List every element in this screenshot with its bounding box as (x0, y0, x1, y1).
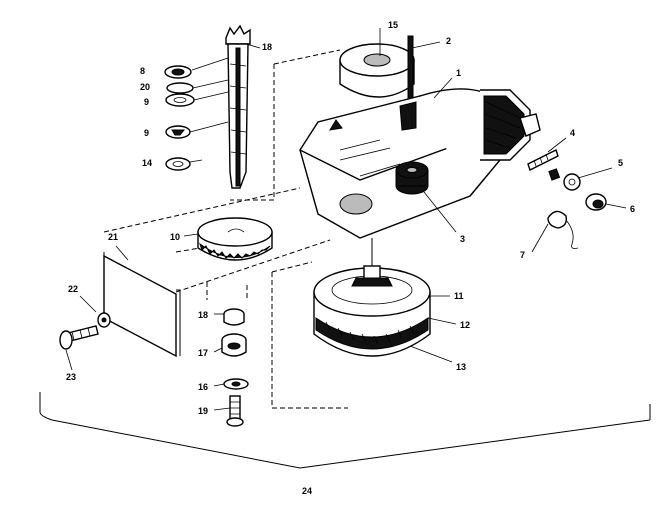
callout-22: 22 (68, 284, 78, 294)
callout-6: 6 (630, 204, 635, 214)
assembly-bracket (39, 392, 651, 469)
callout-24: 24 (302, 486, 312, 496)
callout-5: 5 (618, 158, 623, 168)
callout-12: 12 (460, 320, 470, 330)
bushing (339, 43, 415, 98)
callout-4: 4 (570, 128, 575, 138)
callout-21: 21 (108, 232, 118, 242)
callout-7: 7 (520, 250, 525, 260)
leader-lines (65, 28, 627, 411)
callout-13: 13 (456, 362, 466, 372)
callout-9-upper: 9 (144, 97, 149, 107)
callout-3: 3 (460, 234, 465, 244)
washer-stack-left (164, 65, 195, 171)
callout-19: 19 (198, 406, 208, 416)
callout-20: 20 (140, 82, 150, 92)
callout-1: 1 (456, 68, 461, 78)
callout-14: 14 (142, 158, 152, 168)
callout-11: 11 (454, 291, 464, 301)
callout-10: 10 (170, 232, 180, 242)
small-hardware-right (527, 149, 607, 249)
clutch-drum (313, 238, 431, 357)
callout-17: 17 (198, 348, 208, 358)
callout-18-shaft: 18 (262, 42, 272, 52)
cover-plate (103, 252, 181, 358)
callout-18-washer: 18 (198, 310, 208, 320)
mounting-screw (59, 312, 111, 350)
washer-stack-center (221, 308, 249, 427)
gear-housing (299, 88, 541, 239)
pinion-gear (395, 161, 429, 195)
callout-labels: 1 2 3 4 5 6 7 8 9 9 10 11 12 13 14 15 16… (66, 20, 635, 496)
callout-23: 23 (66, 372, 76, 382)
worm-shaft (225, 24, 251, 189)
callout-9-lower: 9 (144, 128, 149, 138)
callout-8: 8 (140, 66, 145, 76)
callout-16: 16 (198, 382, 208, 392)
callout-2: 2 (446, 36, 451, 46)
alignment-lines (103, 49, 348, 409)
callout-15: 15 (388, 20, 398, 30)
spur-gear (197, 217, 273, 261)
